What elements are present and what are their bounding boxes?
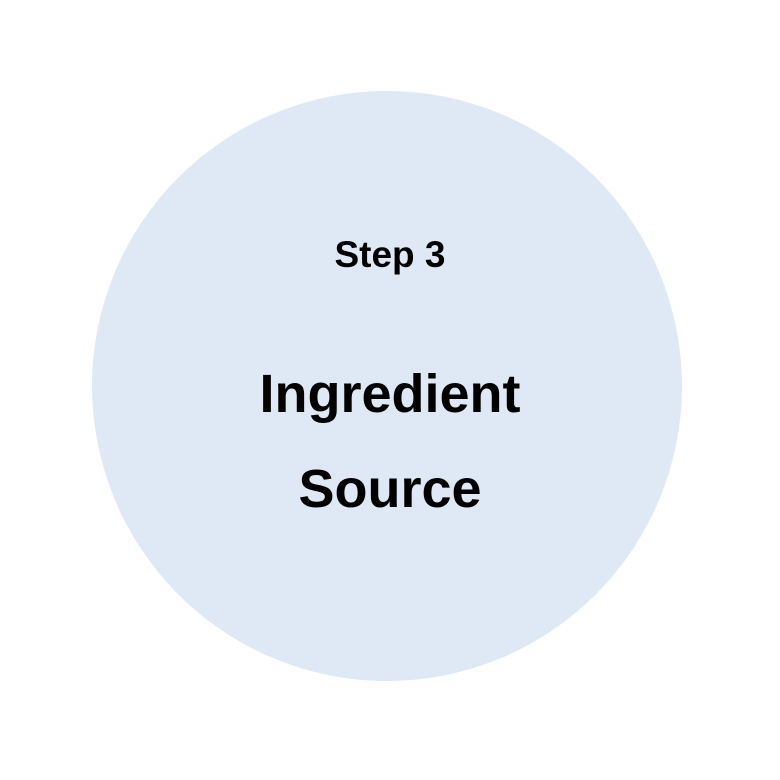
- step-title-line-2: Source: [298, 459, 482, 519]
- step-title-line-1: Ingredient: [259, 364, 521, 424]
- step-circle: [92, 91, 682, 681]
- step-number-label: Step 3: [334, 234, 446, 275]
